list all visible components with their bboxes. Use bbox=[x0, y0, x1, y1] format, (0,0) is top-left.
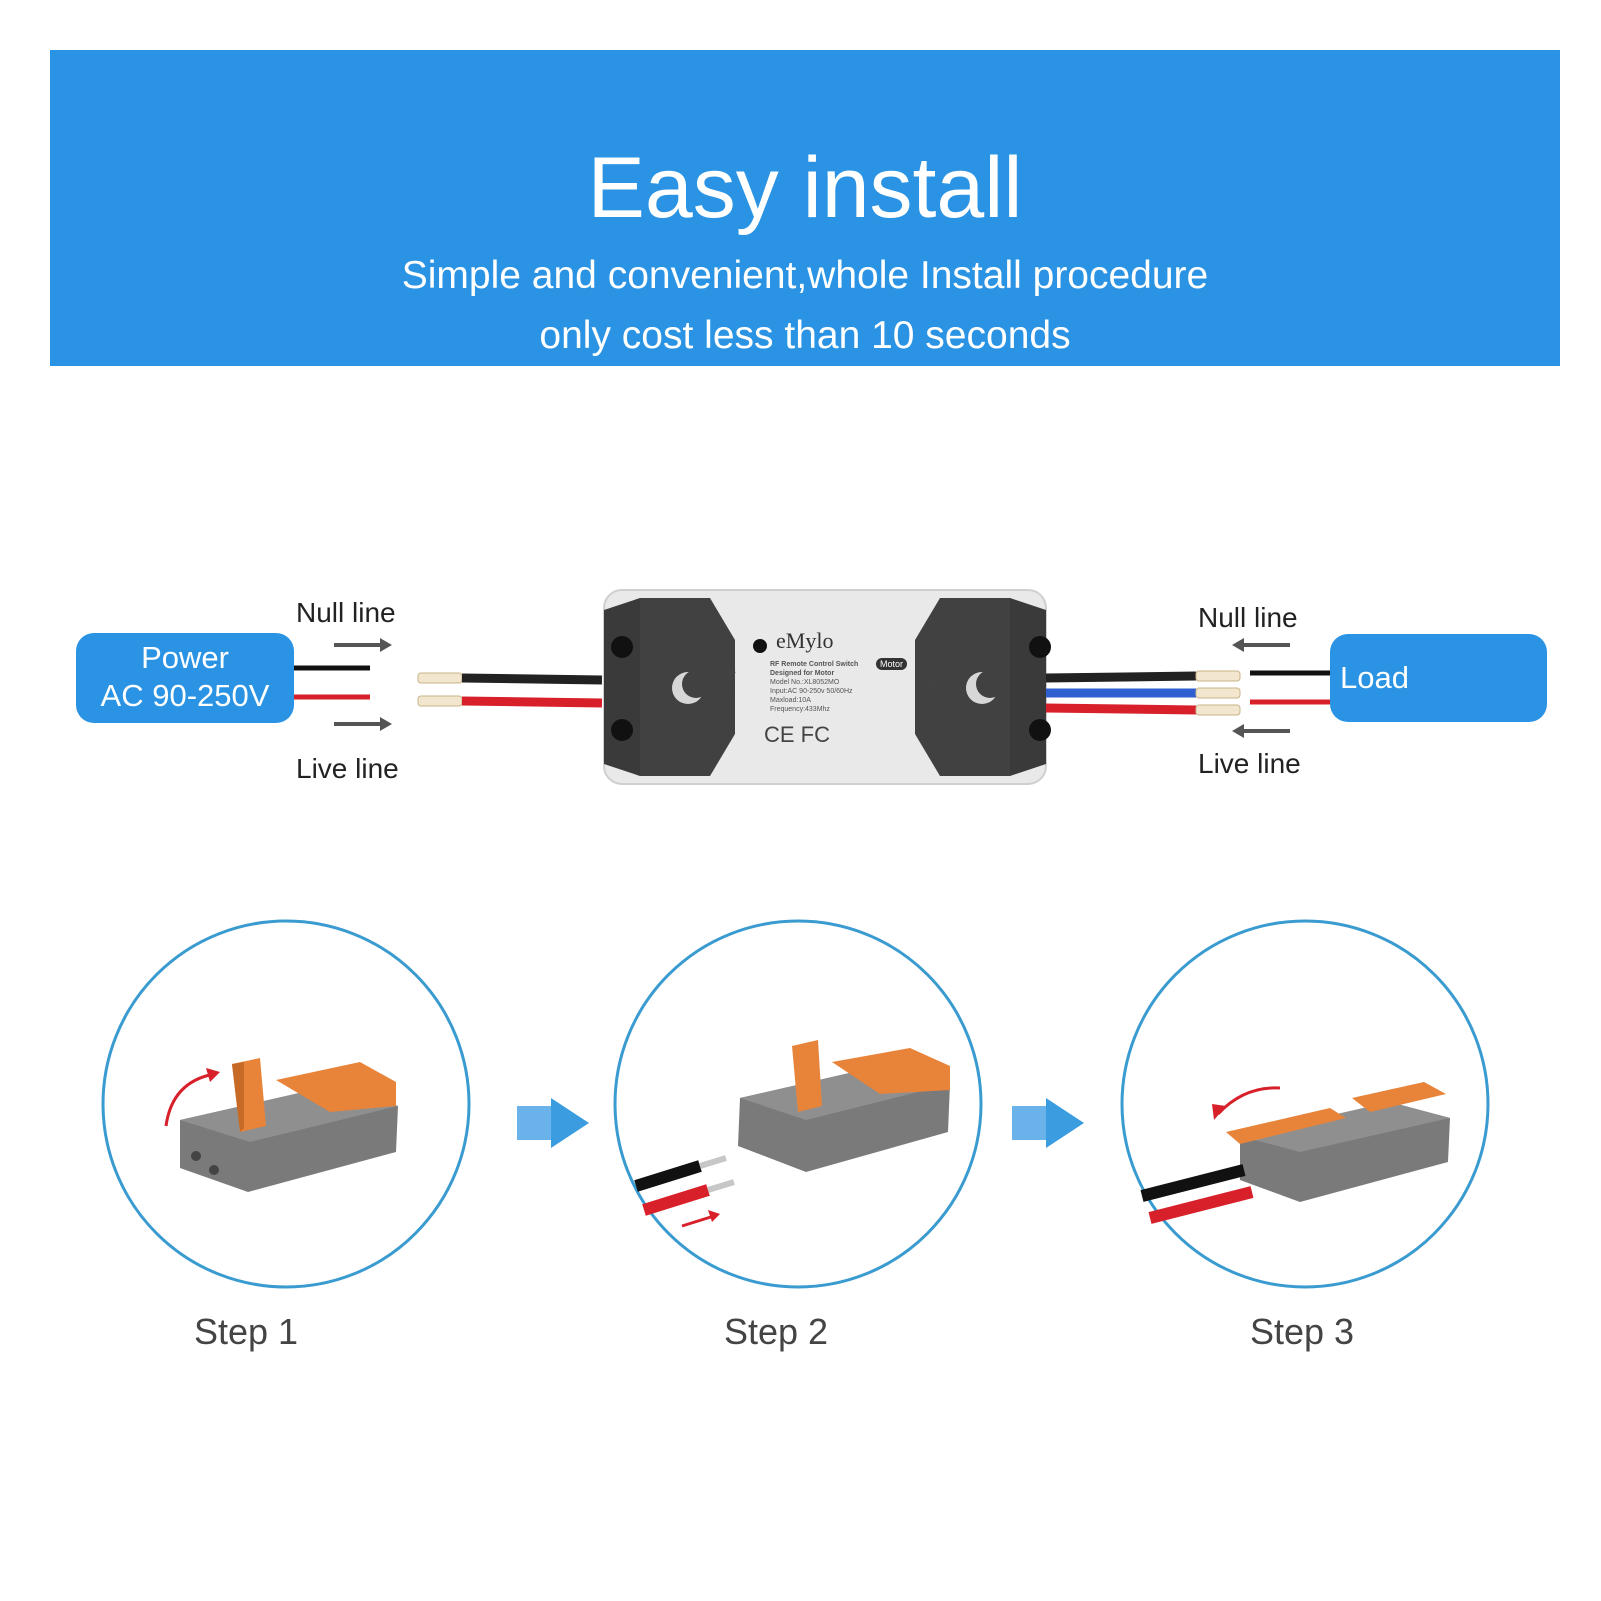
input-wire-tips bbox=[417, 672, 603, 708]
step3-circle bbox=[1120, 919, 1490, 1289]
step3-label: Step 3 bbox=[1249, 1311, 1355, 1352]
step1-connector bbox=[164, 1058, 398, 1192]
input-live-arrow-icon bbox=[334, 717, 392, 731]
device-input-side-text: Input bbox=[727, 670, 738, 692]
output-wires bbox=[1045, 670, 1332, 716]
step2-circle bbox=[613, 919, 983, 1289]
power-voltage-label: AC 90-250V bbox=[100, 678, 270, 713]
input-wires bbox=[292, 665, 370, 700]
output-null-arrow-icon bbox=[1232, 638, 1290, 652]
device-max-load: Maxload:10A bbox=[770, 697, 811, 704]
power-badge: Power AC 90-250V bbox=[76, 633, 294, 723]
switch-device bbox=[603, 589, 1051, 785]
input-null-line-label: Null line bbox=[296, 597, 396, 628]
device-desc-line1: RF Remote Control Switch bbox=[770, 661, 859, 668]
input-null-arrow-icon bbox=[334, 638, 392, 652]
device-frequency: Frequency:433Mhz bbox=[770, 706, 830, 713]
device-desc-line2: Designed for Motor bbox=[770, 670, 835, 677]
load-badge: Load bbox=[1330, 634, 1547, 722]
certification-marks: CE FC bbox=[764, 722, 830, 747]
output-live-arrow-icon bbox=[1232, 724, 1290, 738]
next-step-arrow-icon bbox=[517, 1098, 589, 1148]
device-motor-badge: Motor bbox=[876, 658, 908, 670]
device-brand: eMylo bbox=[776, 628, 834, 653]
device-input-spec: Input:AC 90-250v 50/60Hz bbox=[770, 688, 853, 695]
load-label: Load bbox=[1340, 660, 1409, 695]
power-label: Power bbox=[141, 640, 229, 675]
device-output-side-text: Output bbox=[926, 667, 937, 695]
output-live-line-label: Live line bbox=[1198, 748, 1301, 779]
device-model: Model No.:XL8052MO bbox=[770, 679, 840, 686]
input-live-line-label: Live line bbox=[296, 753, 399, 784]
output-null-line-label: Null line bbox=[1198, 602, 1298, 633]
banner-subtitle-line1: Simple and convenient,whole Install proc… bbox=[401, 254, 1209, 297]
device-spec-lines: RF Remote Control Switch Designed for Mo… bbox=[770, 660, 858, 714]
next-step-arrow-icon bbox=[1012, 1098, 1084, 1148]
banner-title: Easy install bbox=[587, 140, 1023, 236]
step1-label: Step 1 bbox=[193, 1311, 299, 1352]
step2-connector bbox=[634, 1040, 950, 1228]
step3-connector bbox=[1140, 1082, 1450, 1224]
step2-label: Step 2 bbox=[723, 1311, 829, 1352]
header-banner: Easy install Simple and convenient,whole… bbox=[50, 50, 1560, 366]
banner-subtitle-line2: only cost less than 10 seconds bbox=[539, 314, 1071, 357]
step1-circle bbox=[101, 919, 471, 1289]
